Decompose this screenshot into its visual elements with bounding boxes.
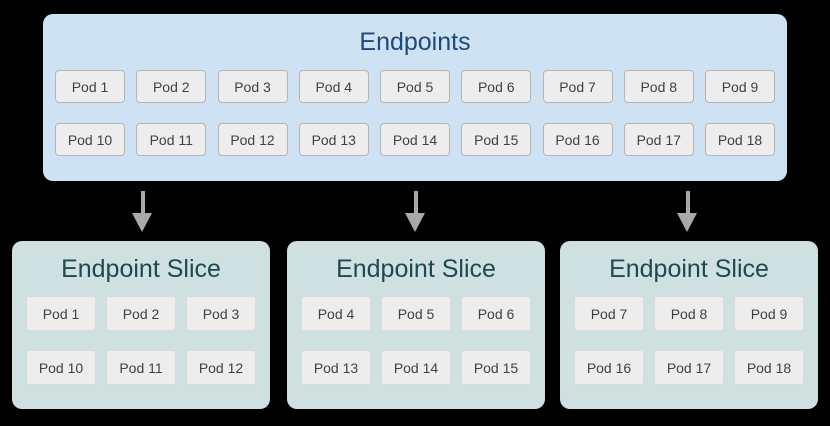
arrow-head	[677, 213, 697, 232]
pod-box: Pod 11	[136, 123, 207, 156]
arrow-shaft	[413, 191, 418, 214]
pod-box: Pod 12	[186, 350, 256, 385]
pod-box: Pod 17	[654, 350, 724, 385]
pod-box: Pod 12	[217, 123, 288, 156]
pod-box: Pod 6	[461, 70, 532, 103]
pod-box: Pod 1	[55, 70, 125, 103]
pod-box: Pod 6	[461, 296, 531, 331]
pod-box: Pod 4	[301, 296, 371, 331]
slice-pod-row-1: Pod 4 Pod 5 Pod 6	[301, 296, 531, 331]
arrow-head	[132, 213, 152, 232]
slice-pod-row-2: Pod 10 Pod 11 Pod 12	[26, 350, 256, 385]
pod-box: Pod 17	[623, 123, 694, 156]
endpoint-slice-title: Endpoint Slice	[609, 255, 769, 283]
pod-box: Pod 14	[380, 123, 450, 156]
pod-box: Pod 7	[542, 70, 613, 103]
pod-box: Pod 10	[26, 350, 96, 385]
pod-box: Pod 8	[654, 296, 724, 331]
down-arrow-icon	[132, 191, 153, 232]
endpoint-slice-title: Endpoint Slice	[336, 255, 496, 283]
down-arrow-icon	[405, 191, 426, 232]
pod-box: Pod 8	[623, 70, 694, 103]
pod-box: Pod 13	[298, 123, 369, 156]
endpoints-box: Endpoints Pod 1 Pod 2 Pod 3 Pod 4 Pod 5 …	[43, 14, 787, 181]
endpoint-slice-box-2: Endpoint Slice Pod 4 Pod 5 Pod 6 Pod 13 …	[287, 241, 545, 409]
endpoint-slice-box-1: Endpoint Slice Pod 1 Pod 2 Pod 3 Pod 10 …	[12, 241, 270, 409]
slice-pod-row-2: Pod 16 Pod 17 Pod 18	[574, 350, 804, 385]
pod-box: Pod 16	[574, 350, 644, 385]
pod-box: Pod 11	[106, 350, 176, 385]
arrow-head	[405, 213, 425, 232]
pod-box: Pod 2	[136, 70, 207, 103]
pod-box: Pod 4	[298, 70, 369, 103]
endpoint-slice-title: Endpoint Slice	[61, 255, 221, 283]
pod-box: Pod 15	[461, 350, 531, 385]
arrow-shaft	[685, 191, 690, 214]
slice-pod-row-1: Pod 1 Pod 2 Pod 3	[26, 296, 256, 331]
endpoints-pod-row-1: Pod 1 Pod 2 Pod 3 Pod 4 Pod 5 Pod 6 Pod …	[55, 70, 775, 103]
pod-box: Pod 9	[705, 70, 775, 103]
pod-box: Pod 13	[301, 350, 371, 385]
endpoint-slice-box-3: Endpoint Slice Pod 7 Pod 8 Pod 9 Pod 16 …	[560, 241, 818, 409]
pod-box: Pod 5	[380, 70, 450, 103]
pod-box: Pod 1	[26, 296, 96, 331]
pod-box: Pod 5	[381, 296, 451, 331]
pod-box: Pod 7	[574, 296, 644, 331]
arrow-shaft	[140, 191, 145, 214]
pod-box: Pod 16	[542, 123, 613, 156]
pod-box: Pod 3	[217, 70, 288, 103]
slice-pod-row-1: Pod 7 Pod 8 Pod 9	[574, 296, 804, 331]
slice-pod-row-2: Pod 13 Pod 14 Pod 15	[301, 350, 531, 385]
endpoints-pod-row-2: Pod 10 Pod 11 Pod 12 Pod 13 Pod 14 Pod 1…	[55, 123, 775, 156]
pod-box: Pod 10	[55, 123, 125, 156]
pod-box: Pod 18	[734, 350, 804, 385]
pod-box: Pod 9	[734, 296, 804, 331]
pod-box: Pod 14	[381, 350, 451, 385]
pod-box: Pod 3	[186, 296, 256, 331]
endpoints-title: Endpoints	[359, 28, 471, 56]
pod-box: Pod 18	[705, 123, 775, 156]
pod-box: Pod 15	[461, 123, 532, 156]
down-arrow-icon	[677, 191, 698, 232]
pod-box: Pod 2	[106, 296, 176, 331]
